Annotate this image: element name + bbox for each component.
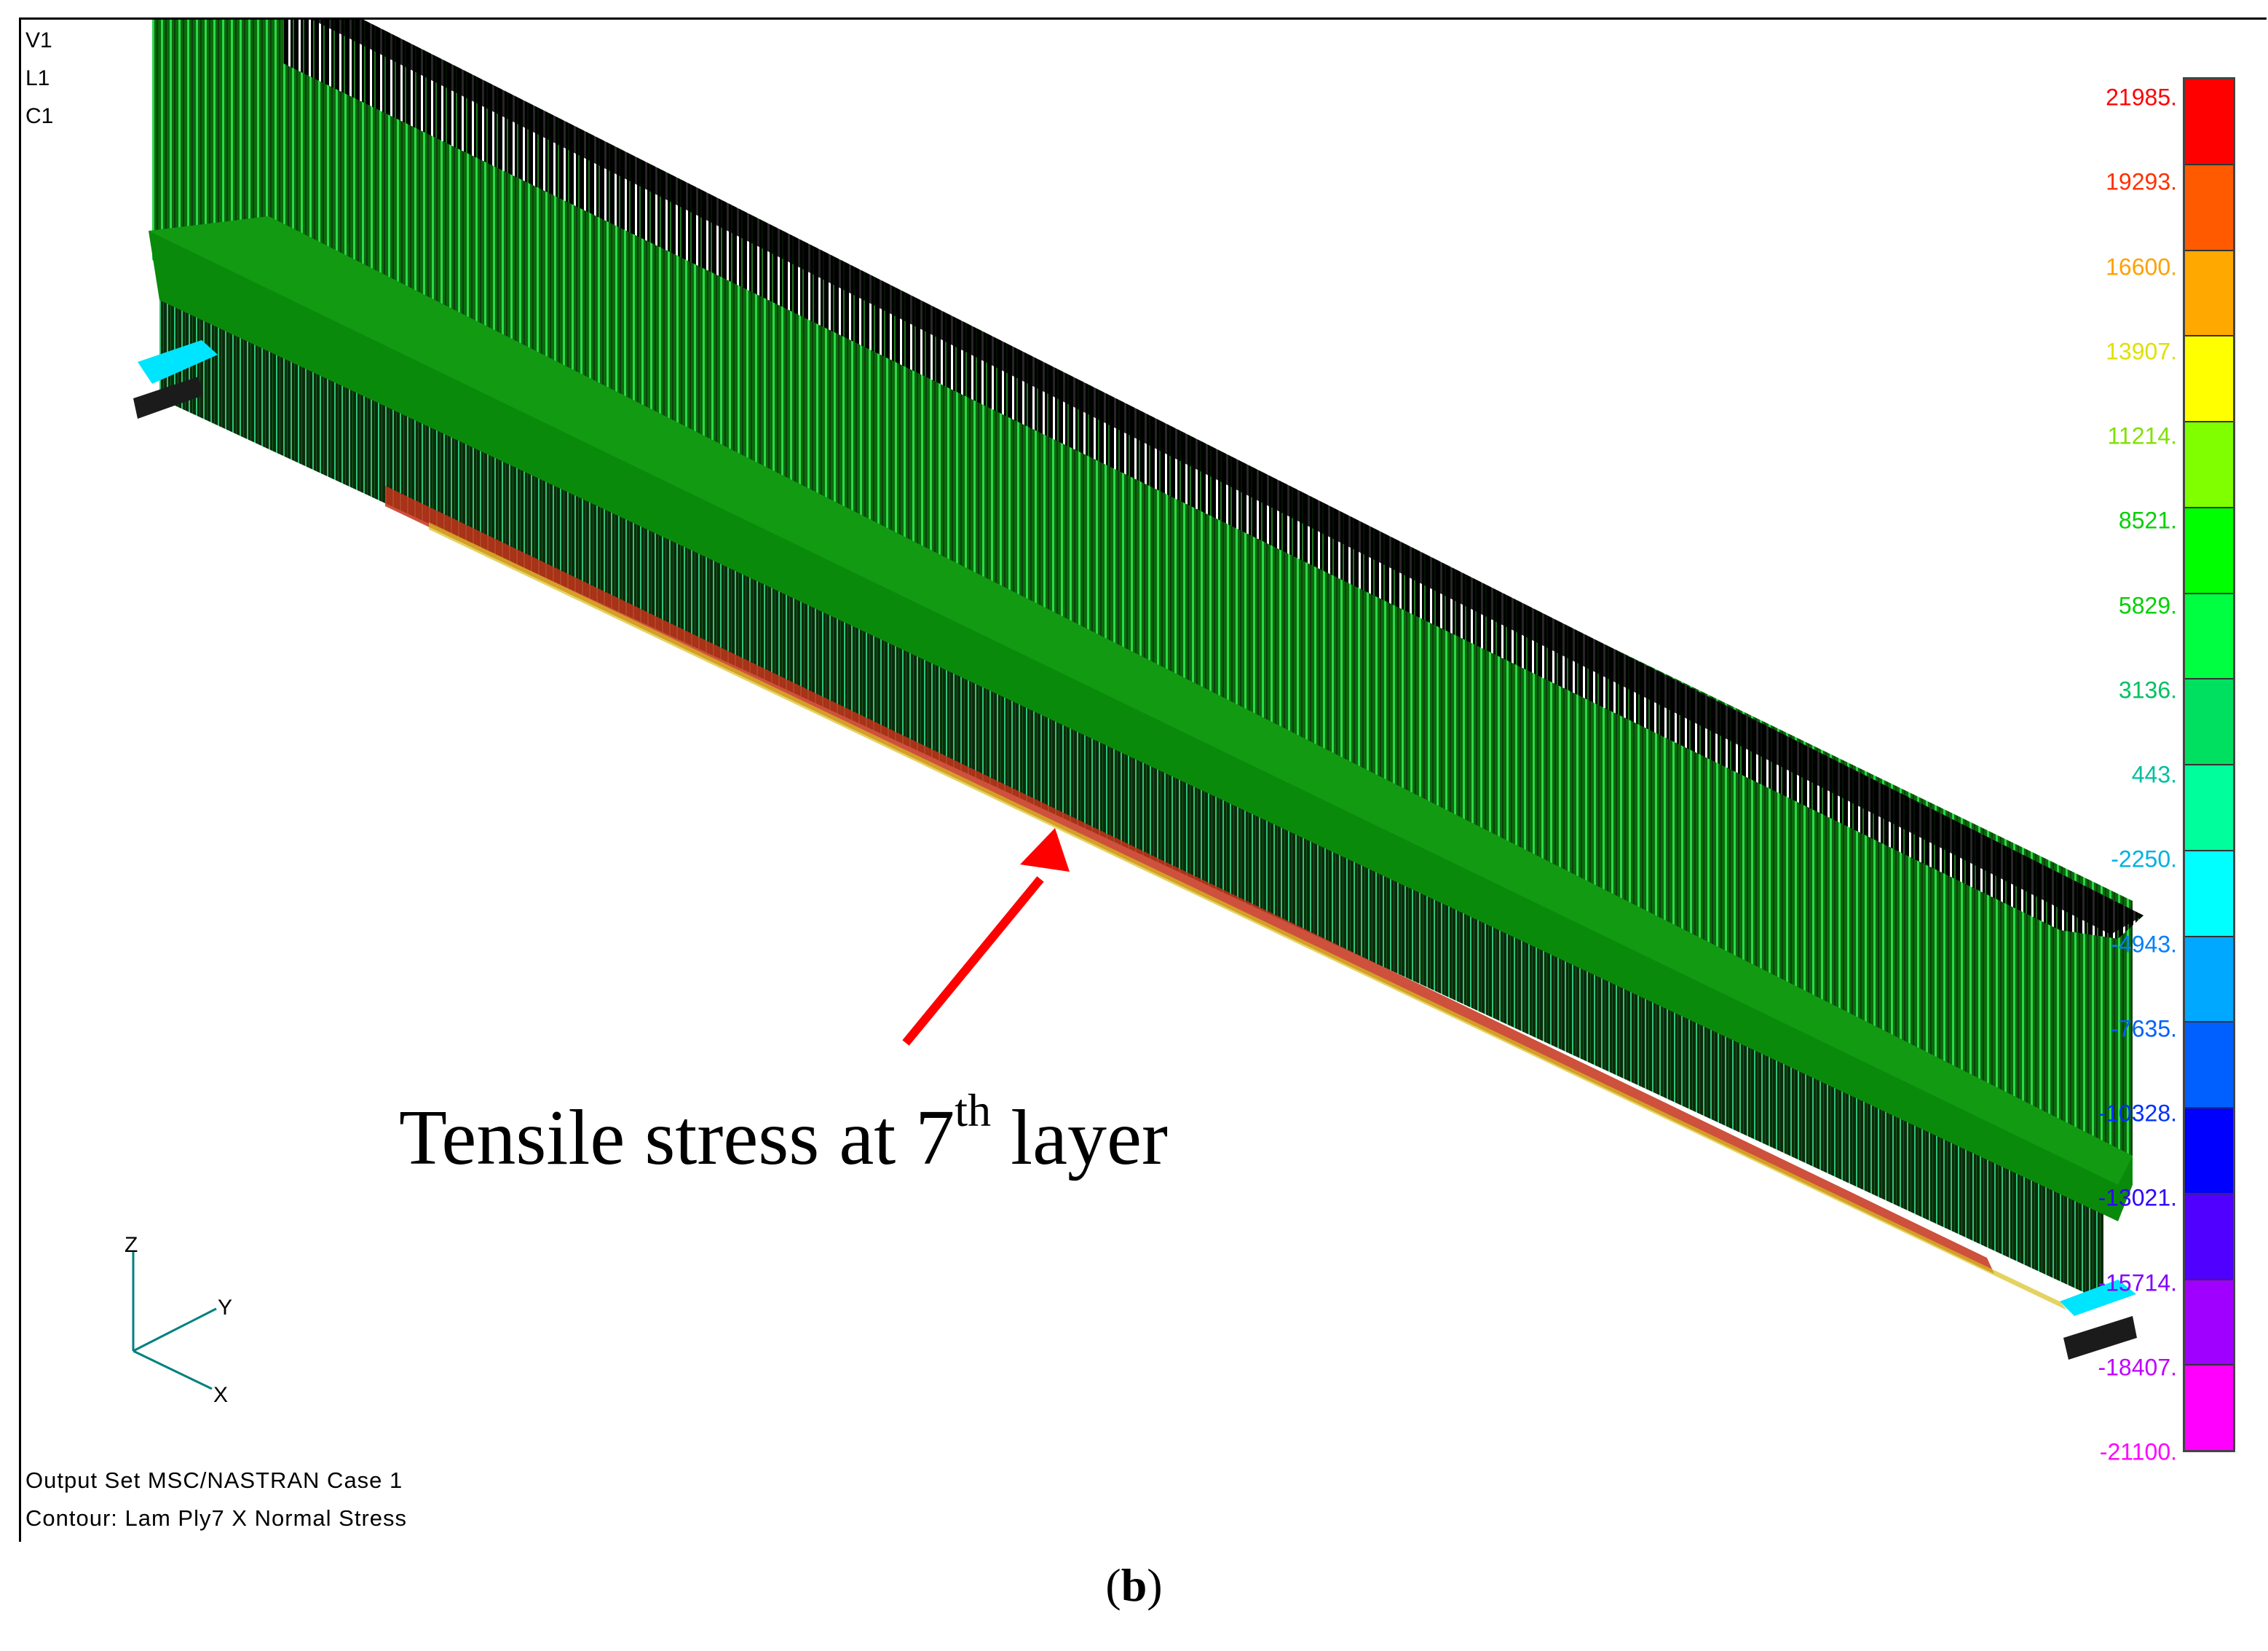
legend-band — [2185, 336, 2233, 422]
legend-value-label: 11214. — [2107, 422, 2178, 449]
legend-value-label: -18407. — [2098, 1354, 2177, 1381]
axis-label-y: Y — [218, 1296, 233, 1320]
upper-web — [152, 20, 2133, 1163]
top-flange-edge — [312, 20, 2143, 934]
legend-value-label: -10328. — [2098, 1100, 2177, 1127]
legend-value-label: -13021. — [2098, 1184, 2177, 1211]
caption-open: ( — [1105, 1559, 1121, 1611]
legend-band — [2185, 594, 2233, 680]
annotation-text: Tensile stress at 7 — [399, 1095, 955, 1181]
annotation-arrow-shaft — [902, 876, 1044, 1046]
figure-caption: (b) — [0, 1559, 2268, 1612]
legend-band — [2185, 508, 2233, 594]
contour-legend-bar — [2183, 77, 2235, 1452]
legend-value-label: 3136. — [2118, 677, 2177, 704]
legend-band — [2185, 165, 2233, 251]
view-label-c: C1 — [25, 104, 54, 128]
caption-close: ) — [1147, 1559, 1163, 1611]
y-axis-line — [133, 1307, 217, 1352]
axis-triad — [132, 1250, 217, 1390]
tension-zone-yellow — [429, 522, 2067, 1310]
model-viewport[interactable]: V1 L1 C1 Z Y X Output Set MSC/NASTRAN Ca… — [19, 17, 2267, 1542]
left-support-base — [133, 377, 203, 419]
view-label-l: L1 — [25, 66, 50, 90]
legend-value-label: 19293. — [2106, 168, 2177, 195]
beam-model — [132, 20, 2143, 1390]
legend-value-label: 16600. — [2106, 253, 2177, 280]
right-support-base — [2063, 1316, 2137, 1360]
legend-band — [2185, 765, 2233, 851]
legend-band — [2185, 79, 2233, 165]
legend-band — [2185, 1194, 2233, 1280]
legend-value-label: -15714. — [2098, 1269, 2177, 1296]
legend-band — [2185, 679, 2233, 765]
annotation-superscript: th — [955, 1084, 992, 1136]
legend-band — [2185, 1022, 2233, 1108]
view-label-v: V1 — [25, 28, 52, 52]
right-support-cyan — [2060, 1280, 2136, 1316]
axis-label-z: Z — [125, 1233, 138, 1257]
legend-value-label: -4943. — [2111, 931, 2177, 957]
output-set-label: Output Set MSC/NASTRAN Case 1 — [25, 1467, 403, 1493]
legend-band — [2185, 251, 2233, 337]
left-support-cyan — [138, 340, 218, 384]
legend-band — [2185, 937, 2233, 1023]
middle-flange-shade — [149, 216, 2133, 1185]
legend-value-label: 443. — [2131, 761, 2177, 788]
annotation-suffix: layer — [991, 1095, 1168, 1181]
tension-zone — [385, 486, 1994, 1274]
x-axis-line — [133, 1349, 213, 1390]
legend-band — [2185, 1366, 2233, 1450]
legend-value-label: 5829. — [2118, 592, 2177, 618]
legend-band — [2185, 1108, 2233, 1194]
legend-band — [2185, 851, 2233, 937]
legend-band — [2185, 1280, 2233, 1366]
contour-label: Contour: Lam Ply7 X Normal Stress — [25, 1505, 408, 1531]
legend-value-label: -2250. — [2111, 846, 2177, 872]
legend-value-label: -21100. — [2099, 1438, 2177, 1465]
annotation-arrow-head — [1020, 828, 1070, 872]
tensile-stress-annotation: Tensile stress at 7th layer — [399, 1084, 1168, 1183]
legend-value-label: 8521. — [2118, 507, 2177, 534]
legend-value-label: 21985. — [2106, 84, 2177, 111]
legend-band — [2185, 422, 2233, 508]
legend-value-label: 13907. — [2106, 338, 2177, 365]
legend-value-label: -7635. — [2111, 1015, 2177, 1042]
axis-label-x: X — [213, 1383, 229, 1407]
caption-letter: b — [1121, 1559, 1147, 1611]
